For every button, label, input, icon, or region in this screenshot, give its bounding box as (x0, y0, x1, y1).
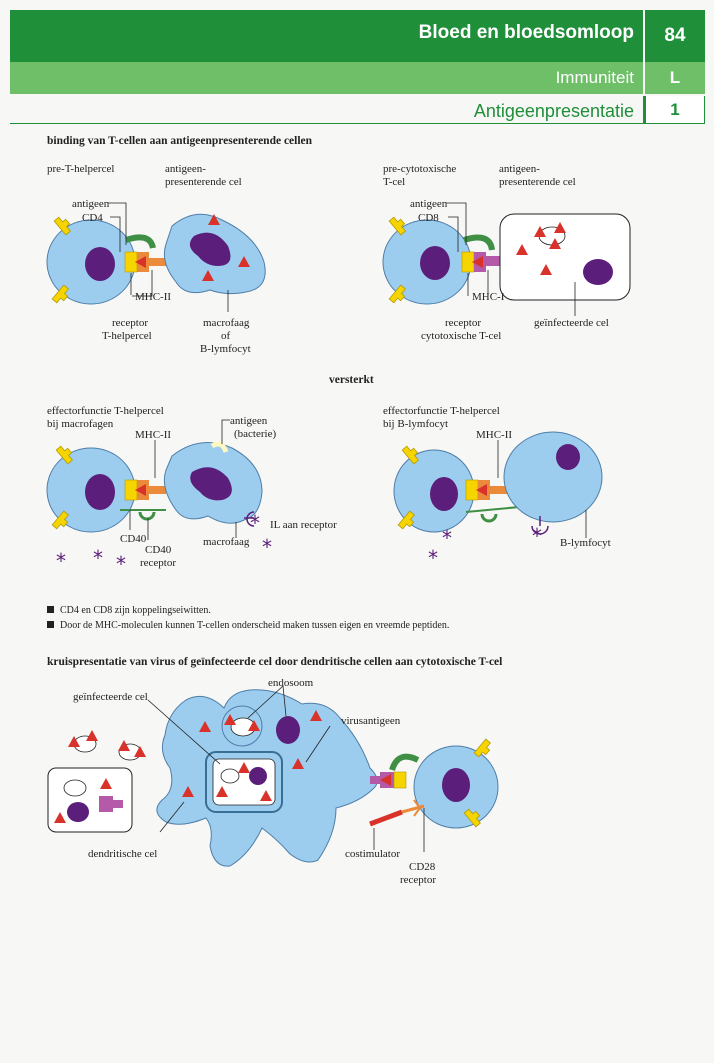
cytotoxic-t-cell-section3 (413, 738, 499, 829)
section1-heading: binding van T-cellen aan antigeenpresent… (47, 135, 313, 147)
bacterium-antigen (210, 441, 229, 453)
header-band (10, 10, 643, 62)
label-apc-1: antigeen- (165, 163, 206, 175)
label-cd4: CD4 (82, 212, 103, 224)
label-apc-right-1: antigeen- (499, 163, 540, 175)
label-antigeen-1: antigeen (72, 198, 110, 210)
label-cd28-1: CD28 (409, 861, 436, 873)
label-receptor-1: receptor (112, 317, 148, 329)
label-virusantigeen: virusantigeen (341, 715, 401, 727)
virus-particles (68, 730, 146, 761)
notes: CD4 en CD8 zijn koppelingseiwitten. Door… (47, 603, 449, 633)
svg-text:*: * (428, 546, 438, 570)
label-pre-cytotoxic-1: pre-cytotoxische (383, 163, 456, 175)
label-costimulator: costimulator (345, 848, 400, 860)
dendritic-cell (156, 689, 378, 867)
label-b-lymfocyt-2: B-lymfocyt (560, 537, 611, 549)
cd4-coreceptor (125, 234, 156, 249)
label-infected-cell: geïnfecteerde cel (534, 317, 609, 329)
subheader-band (10, 62, 643, 94)
cd8-coreceptor (463, 234, 495, 251)
svg-text:*: * (532, 524, 542, 548)
svg-text:*: * (262, 535, 272, 559)
note-1: CD4 en CD8 zijn koppelingseiwitten. (47, 603, 449, 618)
label-dendritic-cell: dendritische cel (88, 848, 157, 860)
chapter-title: Bloed en bloedsomloop (418, 22, 634, 43)
label-effector-right-1: effectorfunctie T-helpercel (383, 405, 500, 417)
section2-heading: versterkt (329, 374, 374, 386)
svg-text:*: * (250, 511, 260, 535)
t-helper-effector-right (393, 443, 475, 533)
free-infected-cell (47, 767, 133, 833)
section-letter: L (645, 62, 705, 94)
label-pre-cytotoxic-2: T-cel (383, 176, 405, 188)
cytotoxic-t-cell (382, 214, 472, 306)
label-blymfocyt-1: B-lymfocyt (200, 343, 251, 355)
label-pre-t-helper: pre-T-helpercel (47, 163, 114, 175)
header-divider (643, 96, 645, 124)
label-receptor-2: T-helpercel (102, 330, 152, 342)
label-antigeen-2: antigeen (410, 198, 448, 210)
macrophage-effector (163, 441, 263, 527)
label-macrofaag-1: macrofaag (203, 317, 250, 329)
label-cd40-receptor-2: receptor (140, 557, 176, 569)
label-mhc2-1: MHC-II (135, 291, 171, 303)
label-cd40: CD40 (120, 533, 147, 545)
t-helper-cell (46, 214, 136, 306)
label-cd8: CD8 (418, 212, 439, 224)
topic-number: 1 (645, 96, 705, 124)
label-apc-2: presenterende cel (165, 176, 242, 188)
interleukin-markers: *** ** (56, 511, 272, 576)
b-lymphocyte (503, 431, 603, 535)
label-mhc2-3: MHC-II (476, 429, 512, 441)
label-receptor-3: receptor (445, 317, 481, 329)
t-helper-effector-left (46, 443, 136, 533)
label-il-receptor: IL aan receptor (270, 519, 337, 531)
label-endosoom: endosoom (268, 677, 314, 689)
label-cd28-2: receptor (400, 874, 436, 886)
costimulator-arrow (369, 809, 403, 827)
label-antigeen-bact-1: antigeen (230, 415, 268, 427)
label-antigeen-bact-2: (bacterie) (234, 428, 276, 440)
chapter-number: 84 (645, 10, 705, 62)
topic-title: Antigeenpresentatie (473, 101, 634, 121)
note-2: Door de MHC-moleculen kunnen T-cellen on… (47, 618, 449, 633)
label-receptor-4: cytotoxische T-cel (421, 330, 501, 342)
label-mhc2-2: MHC-II (135, 429, 171, 441)
infected-cell (499, 213, 631, 301)
label-effector-left-1: effectorfunctie T-helpercel (47, 405, 164, 417)
label-macrofaag-2: macrofaag (203, 536, 250, 548)
svg-text:*: * (93, 546, 103, 570)
label-mhc1: MHC-I (472, 291, 505, 303)
label-apc-right-2: presenterende cel (499, 176, 576, 188)
section3-heading: kruispresentatie van virus of geïnfectee… (47, 656, 502, 668)
label-effector-right-2: bij B-lymfocyt (383, 418, 448, 430)
label-effector-left-2: bij macrofagen (47, 418, 114, 430)
svg-text:*: * (56, 549, 66, 573)
label-infected-cell-2: geïnfecteerde cel (73, 691, 148, 703)
label-cd40-receptor-1: CD40 (145, 544, 172, 556)
apc-macrophage (163, 213, 266, 295)
svg-text:*: * (442, 526, 452, 550)
header-rule (10, 123, 703, 124)
subchapter-title: Immuniteit (555, 68, 634, 87)
svg-text:*: * (116, 552, 126, 576)
label-of: of (221, 330, 231, 342)
